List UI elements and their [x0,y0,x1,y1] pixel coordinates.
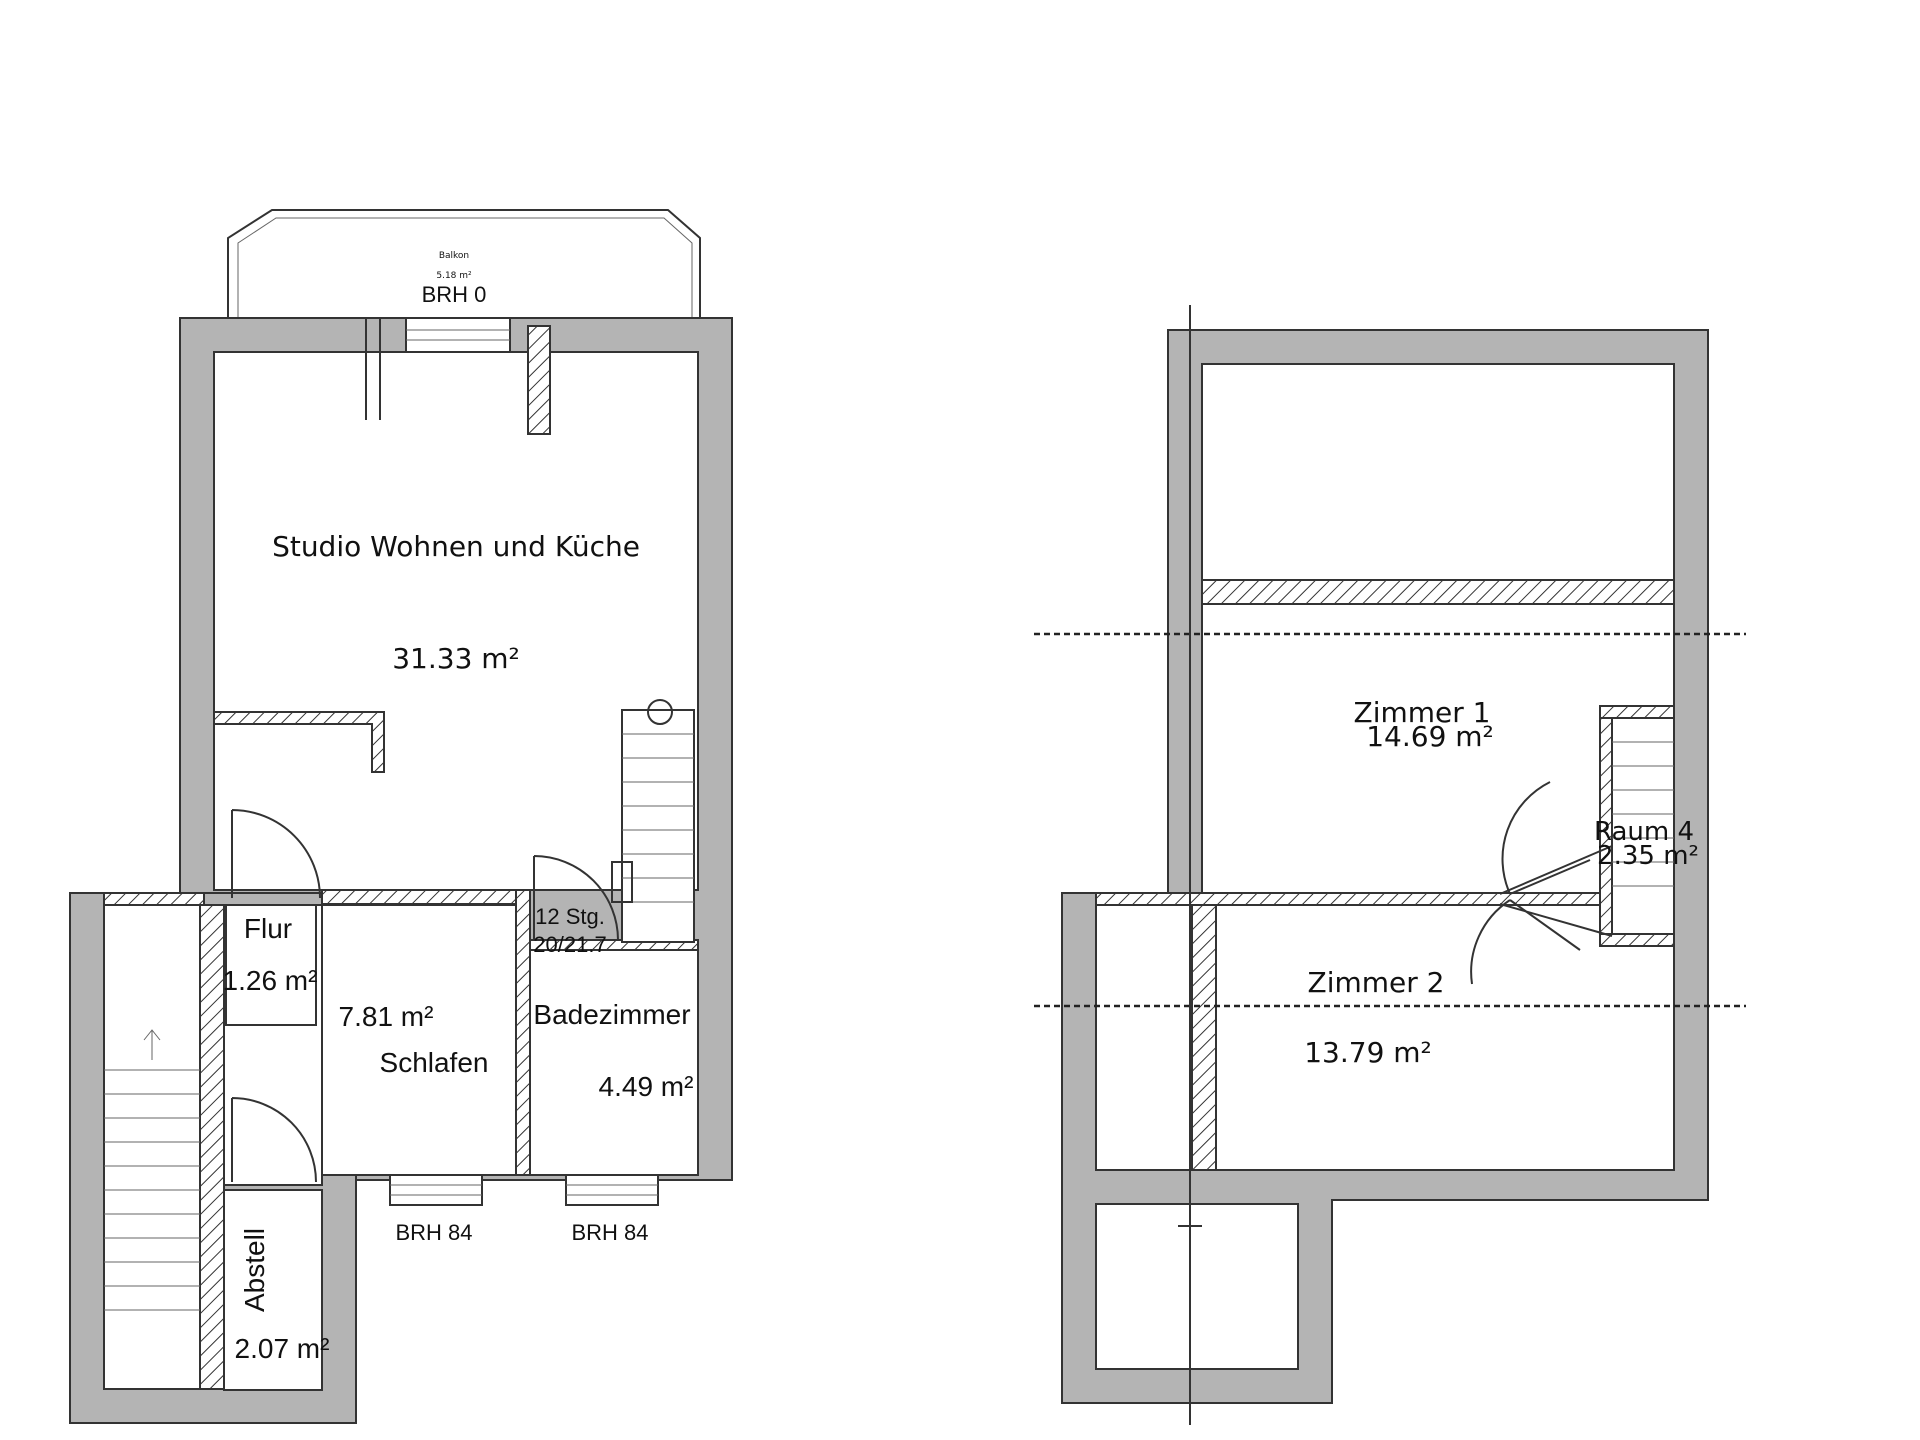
room-1 [1201,603,1675,895]
hall-area: 1.26 m² [223,965,318,996]
window-label-2: BRH 84 [571,1220,648,1245]
door-room-2 [1470,899,1581,985]
room-4-steps [1612,741,1674,887]
room-4 [1611,717,1675,935]
balcony-area: 5.18 m² [436,271,472,281]
bedroom-area: 7.81 m² [339,1001,434,1032]
living-room-area: 31.33 m² [392,642,520,675]
room-2-area: 13.79 m² [1304,1036,1432,1069]
stairs-ratio: 20/21.7 [533,932,606,957]
right-floor-plan: Zimmer 1 14.69 m² Raum 4 2.35 m² Zimmer … [1034,305,1746,1425]
attic-space [1201,363,1675,581]
living-room-name: Studio Wohnen und Küche [272,530,640,563]
wing-stair-steps [104,1069,200,1311]
lower-room [1095,1203,1299,1370]
stairs-steps: 12 Stg. [535,904,605,929]
door-hall [231,809,321,899]
door-bedroom [231,1097,317,1183]
storage-name: Abstell [239,1228,270,1312]
staircase-left [103,904,201,1390]
left-floor-plan: Balkon 5.18 m² BRH 0 Studio Wohnen und K… [69,209,733,1424]
room-1-name: Zimmer 1 [1354,696,1491,729]
bathroom [529,949,699,1176]
bedroom [321,904,517,1176]
balcony-name: Balkon [439,251,469,261]
stair-steps [622,733,694,903]
balcony-outline [227,209,701,318]
storage [223,1189,323,1391]
room-2 [1215,904,1675,1171]
room-2-name: Zimmer 2 [1308,966,1445,999]
storage-area: 2.07 m² [235,1333,330,1364]
bathroom-area: 4.49 m² [599,1071,694,1102]
door-room-1 [1501,781,1591,895]
balcony-window-label: BRH 0 [422,282,487,307]
room-4-name: Raum 4 [1594,817,1694,847]
window-label-1: BRH 84 [395,1220,472,1245]
room-1-area: 14.69 m² [1366,720,1494,753]
room-4-area: 2.35 m² [1597,841,1699,871]
hall-name: Flur [244,913,292,944]
bedroom-name: Schlafen [380,1047,489,1078]
bathroom-name: Badezimmer [533,999,690,1030]
door-bath [533,855,619,941]
